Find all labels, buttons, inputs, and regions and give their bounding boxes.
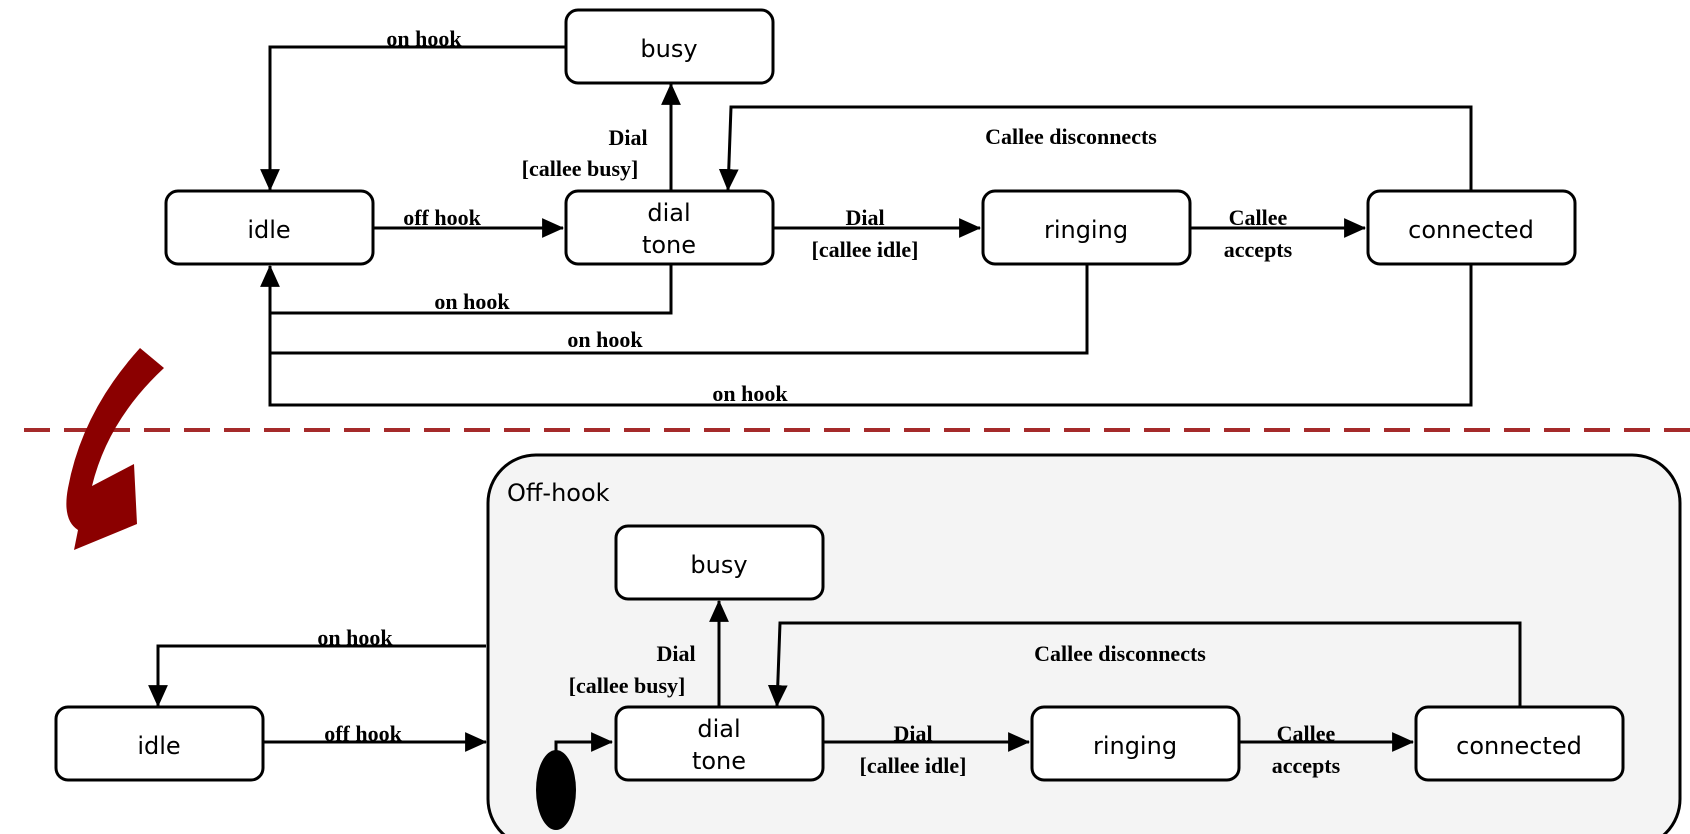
state-ringing-bottom: ringing	[1030, 705, 1241, 782]
edge-connected-to-idle	[260, 264, 1473, 407]
state-ringing-bottom-label: ringing	[1093, 732, 1177, 760]
state-dial-tone: dial tone	[564, 189, 775, 266]
label-dialtone-to-busy-1: Dial	[608, 125, 647, 150]
edge-dialtone-to-idle	[270, 265, 673, 315]
state-dial-tone-label-1: dial	[647, 199, 690, 227]
edge-connected-to-dialtone	[718, 105, 1473, 192]
state-busy-bottom-label: busy	[690, 551, 747, 579]
state-busy-bottom: busy	[614, 524, 825, 601]
label-dialtone-to-ringing-2: [callee idle]	[812, 237, 919, 262]
edge-ringing-to-idle	[270, 265, 1089, 355]
state-ringing-label: ringing	[1044, 216, 1128, 244]
state-idle-bottom: idle	[54, 705, 265, 782]
label-dialtone-to-ringing-bottom-2: [callee idle]	[860, 753, 967, 778]
initial-pseudostate	[536, 750, 576, 830]
state-connected: connected	[1366, 189, 1577, 266]
state-dial-tone-bottom-label-2: tone	[692, 747, 746, 775]
edge-connected-to-dialtone-bottom	[767, 621, 1522, 708]
label-dialtone-to-idle: on hook	[434, 289, 510, 314]
label-ringing-to-idle: on hook	[567, 327, 643, 352]
state-busy-label: busy	[640, 35, 697, 63]
state-busy: busy	[564, 8, 775, 85]
label-ringing-to-connected-1: Callee	[1229, 205, 1288, 230]
state-connected-bottom: connected	[1414, 705, 1625, 782]
label-dialtone-to-ringing-1: Dial	[845, 205, 884, 230]
state-connected-label: connected	[1408, 216, 1534, 244]
state-idle-bottom-label: idle	[137, 732, 180, 760]
state-dial-tone-bottom-label-1: dial	[697, 715, 740, 743]
label-connected-to-idle: on hook	[712, 381, 788, 406]
transform-arrow-icon	[66, 348, 164, 550]
label-dialtone-to-ringing-bottom-1: Dial	[893, 721, 932, 746]
state-dial-tone-bottom: dial tone	[614, 705, 825, 782]
state-idle: idle	[164, 189, 375, 266]
composite-offhook-label: Off-hook	[507, 479, 610, 507]
label-idle-to-offhook: off hook	[324, 721, 402, 746]
top-diagram: busy idle dial tone ringing connected on…	[164, 8, 1577, 407]
edge-busy-to-idle	[260, 45, 566, 192]
label-ringing-to-connected-bottom-2: accepts	[1272, 753, 1341, 778]
label-offhook-to-idle: on hook	[317, 625, 393, 650]
label-dialtone-to-busy-bottom-1: Dial	[656, 641, 695, 666]
state-connected-bottom-label: connected	[1456, 732, 1582, 760]
state-ringing: ringing	[981, 189, 1192, 266]
label-ringing-to-connected-2: accepts	[1224, 237, 1293, 262]
bottom-diagram: Off-hook busy idle dial tone ringing	[54, 453, 1682, 834]
label-idle-to-dialtone: off hook	[403, 205, 481, 230]
label-busy-to-idle: on hook	[386, 26, 462, 51]
state-idle-label: idle	[247, 216, 290, 244]
label-dialtone-to-busy-bottom-2: [callee busy]	[569, 673, 686, 698]
label-connected-to-dialtone: Callee disconnects	[985, 124, 1157, 149]
state-dial-tone-label-2: tone	[642, 231, 696, 259]
label-connected-to-dialtone-bottom: Callee disconnects	[1034, 641, 1206, 666]
label-dialtone-to-busy-2: [callee busy]	[522, 156, 639, 181]
edge-offhook-to-idle	[148, 644, 486, 708]
label-ringing-to-connected-bottom-1: Callee	[1277, 721, 1336, 746]
